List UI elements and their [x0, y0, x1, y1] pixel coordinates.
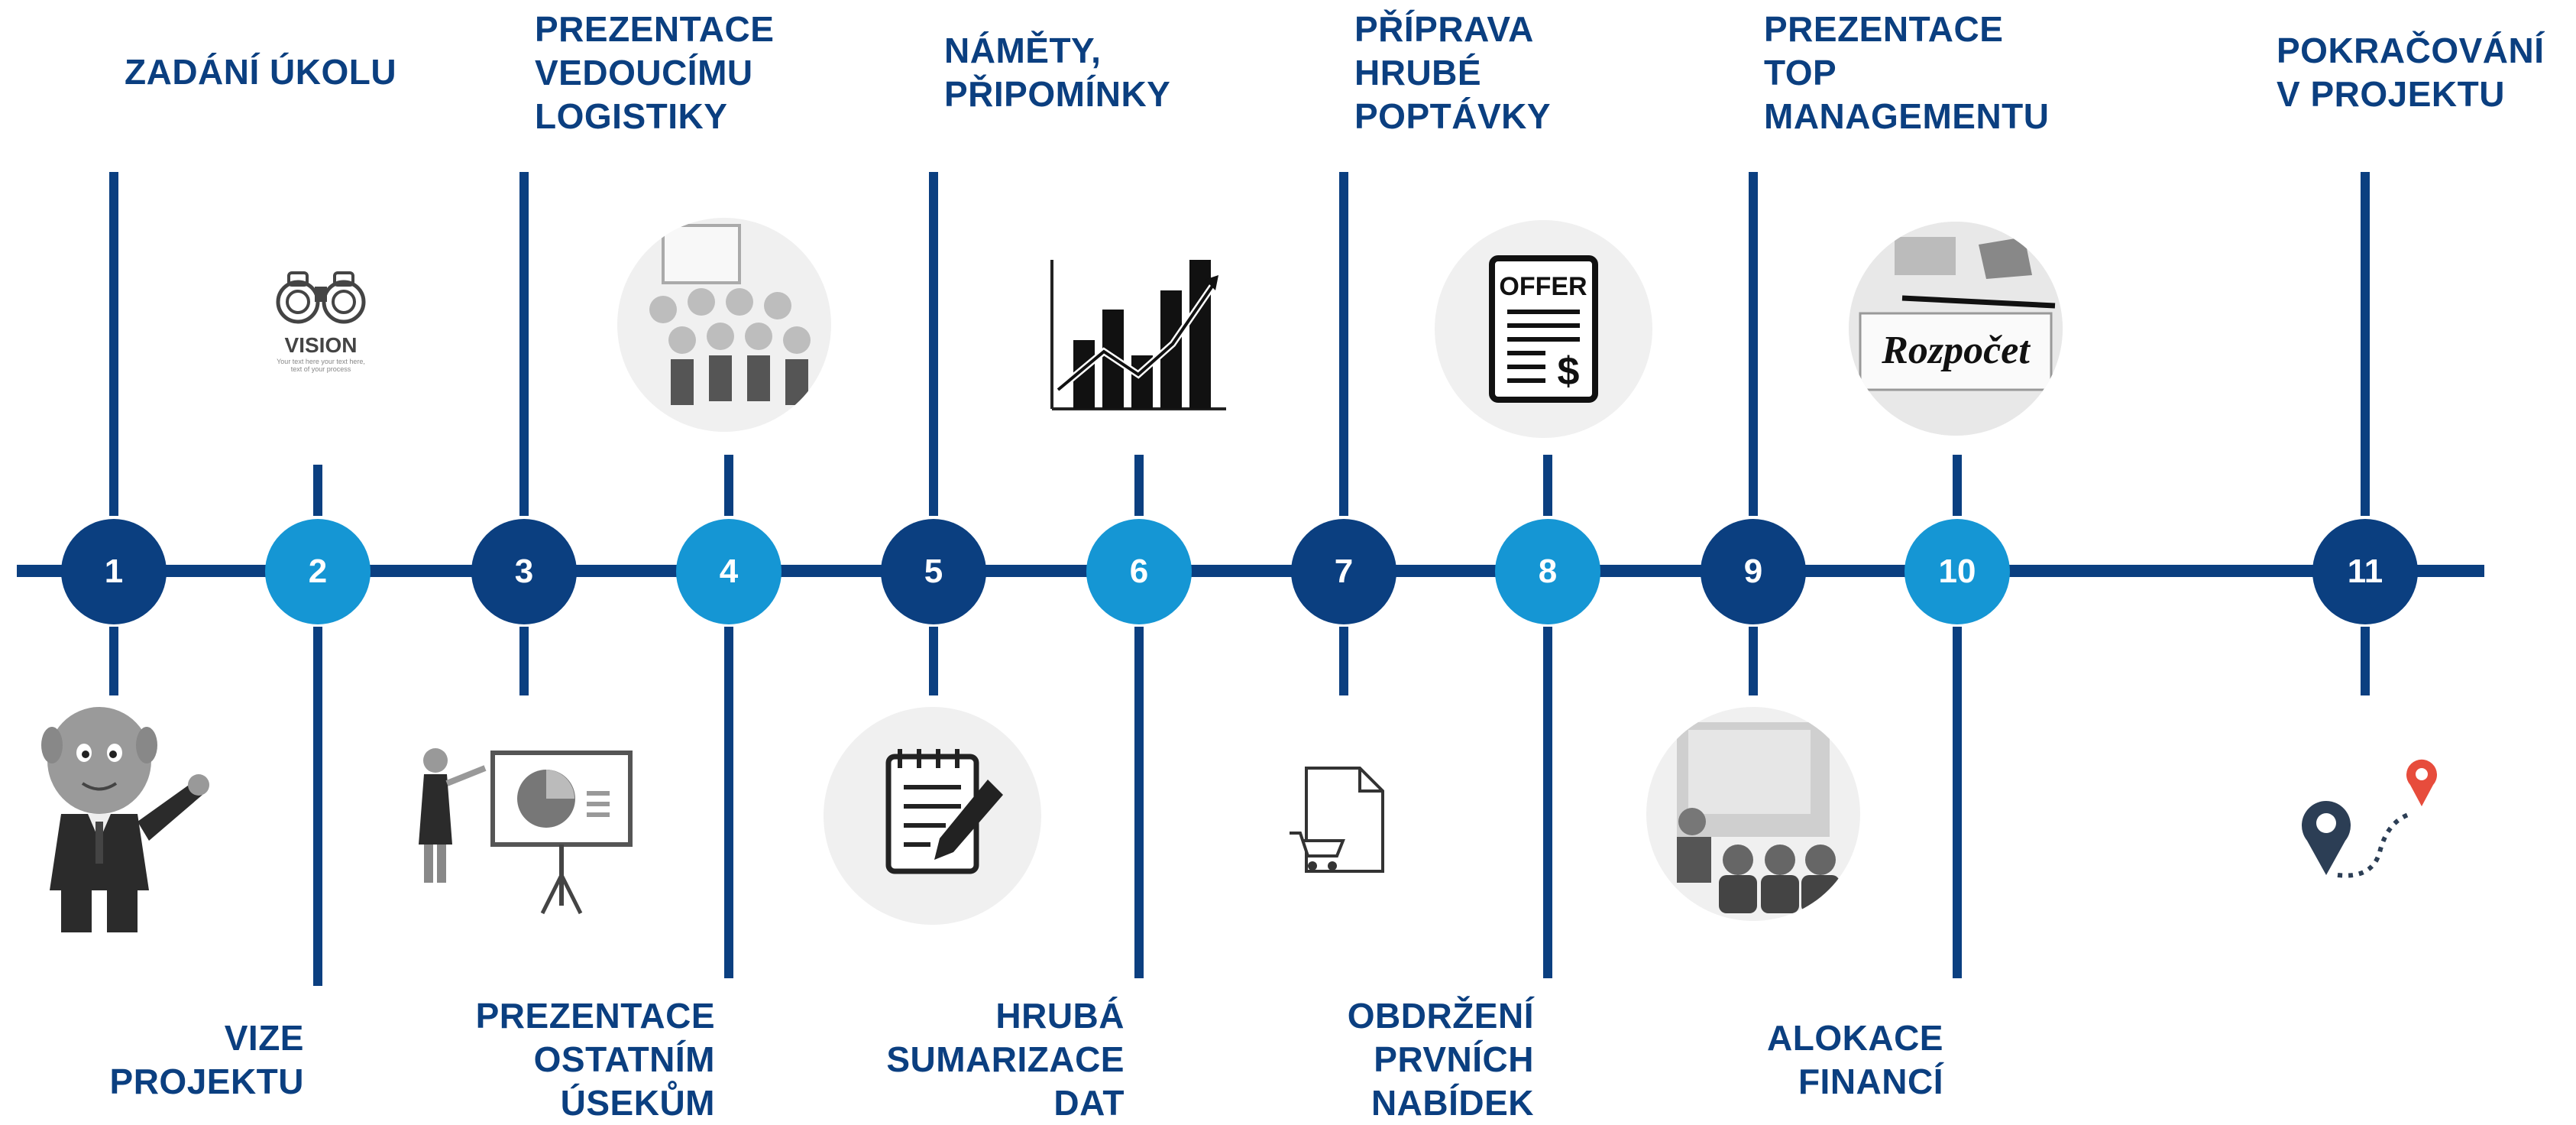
step-label-10-line-1: ALOKACE: [1767, 1018, 1943, 1058]
step-label-9-line-1: PREZENTACE: [1764, 9, 2004, 49]
step-node-6: 6: [1086, 519, 1192, 624]
step-label-6-line-2: SUMARIZACE: [886, 1039, 1125, 1079]
step-node-2: 2: [265, 519, 371, 624]
step-label-9: PREZENTACE TOP MANAGEMENTU: [1764, 8, 2049, 138]
presenter-chart-illustration: [413, 738, 642, 921]
connector-9-up: [1749, 172, 1758, 516]
step-node-9: 9: [1701, 519, 1806, 624]
connector-5-down: [929, 627, 938, 695]
connector-11-down: [2361, 627, 2370, 695]
connector-2-up: [313, 465, 322, 516]
connector-9-down: [1749, 627, 1758, 695]
vision-caption-2: text of your process: [290, 365, 351, 373]
step-label-10-line-2: FINANCÍ: [1798, 1062, 1943, 1101]
connector-7-up: [1339, 172, 1348, 516]
businessman-illustration: [15, 699, 229, 936]
step-label-9-line-3: MANAGEMENTU: [1764, 96, 2050, 136]
connector-10-down: [1953, 627, 1962, 978]
step-label-11-line-1: POKRAČOVÁNÍ: [2277, 31, 2545, 70]
step-label-3-line-1: PREZENTACE: [535, 9, 775, 49]
budget-word: Rozpočet: [1881, 329, 2031, 372]
step-label-4-line-2: OSTATNÍM: [533, 1039, 715, 1079]
dollar-sign: $: [1558, 349, 1580, 394]
audience-meeting-illustration: [617, 218, 831, 432]
binoculars-icon: [276, 271, 366, 324]
offer-document-icon: OFFER $: [1435, 220, 1652, 438]
step-label-3: PREZENTACE VEDOUCÍMU LOGISTIKY: [535, 8, 774, 138]
step-label-7: PŘÍPRAVA HRUBÉ POPTÁVKY: [1354, 8, 1551, 138]
connector-4-down: [724, 627, 733, 978]
vision-icon: VISION Your text here your text here, te…: [252, 264, 390, 409]
bar-chart-trend-icon: [1043, 252, 1234, 424]
connector-11-up: [2361, 172, 2370, 516]
step-label-6-line-1: HRUBÁ: [995, 996, 1125, 1036]
step-label-4-line-1: PREZENTACE: [475, 996, 715, 1036]
step-node-5: 5: [881, 519, 986, 624]
step-label-6-line-3: DAT: [1053, 1083, 1125, 1123]
step-label-9-line-2: TOP: [1764, 53, 1837, 92]
connector-4-up: [724, 455, 733, 516]
step-label-5-line-2: PŘIPOMÍNKY: [944, 74, 1171, 114]
step-node-10: 10: [1904, 519, 2010, 624]
connector-6-down: [1134, 627, 1144, 978]
connector-6-up: [1134, 455, 1144, 516]
vision-title: VISION: [284, 333, 358, 357]
step-node-8: 8: [1495, 519, 1600, 624]
step-node-4: 4: [676, 519, 782, 624]
step-node-3: 3: [471, 519, 577, 624]
connector-3-up: [519, 172, 529, 516]
step-label-10: ALOKACE FINANCÍ: [1767, 1016, 1943, 1104]
step-label-2: VIZE PROJEKTU: [110, 1016, 304, 1104]
step-label-3-line-2: VEDOUCÍMU: [535, 53, 753, 92]
budget-rozpocet-illustration: Rozpočet: [1849, 222, 2063, 436]
connector-8-up: [1543, 455, 1552, 516]
step-label-7-line-3: POPTÁVKY: [1354, 96, 1552, 136]
timeline-axis: [17, 565, 2484, 577]
step-label-7-line-2: HRUBÉ: [1354, 53, 1482, 92]
connector-1-up: [109, 172, 118, 516]
step-label-3-line-3: LOGISTIKY: [535, 96, 728, 136]
step-label-4-line-3: ÚSEKŮM: [560, 1083, 715, 1123]
step-label-7-line-1: PŘÍPRAVA: [1354, 9, 1534, 49]
notepad-pencil-icon: [824, 707, 1041, 925]
connector-7-down: [1339, 627, 1348, 695]
connector-1-down: [109, 627, 118, 695]
board-meeting-illustration: [1646, 707, 1860, 921]
step-node-1: 1: [61, 519, 167, 624]
step-label-8-line-2: PRVNÍCH: [1374, 1039, 1534, 1079]
offer-title: OFFER: [1499, 272, 1587, 301]
connector-3-down: [519, 627, 529, 695]
step-label-8-line-1: OBDRŽENÍ: [1347, 996, 1534, 1036]
connector-2-down: [313, 627, 322, 986]
cart-document-icon: [1283, 760, 1398, 883]
step-label-1-line-1: ZADÁNÍ ÚKOLU: [125, 52, 397, 92]
connector-8-down: [1543, 627, 1552, 978]
connector-10-up: [1953, 455, 1962, 516]
step-label-8-line-3: NABÍDEK: [1371, 1083, 1534, 1123]
step-label-5-line-1: NÁMĚTY,: [944, 31, 1102, 70]
vision-caption-1: Your text here your text here,: [277, 358, 365, 365]
step-label-11: POKRAČOVÁNÍ V PROJEKTU: [2277, 29, 2545, 116]
step-node-11: 11: [2312, 519, 2418, 624]
step-label-4: PREZENTACE OSTATNÍM ÚSEKŮM: [476, 994, 715, 1125]
connector-5-up: [929, 172, 938, 516]
step-node-7: 7: [1291, 519, 1396, 624]
step-label-8: OBDRŽENÍ PRVNÍCH NABÍDEK: [1348, 994, 1534, 1125]
step-label-6: HRUBÁ SUMARIZACE DAT: [886, 994, 1125, 1125]
step-label-2-line-2: PROJEKTU: [109, 1062, 304, 1101]
step-label-11-line-2: V PROJEKTU: [2277, 74, 2505, 114]
step-label-2-line-1: VIZE: [224, 1018, 304, 1058]
route-pins-icon: [2296, 753, 2456, 890]
step-label-5: NÁMĚTY, PŘIPOMÍNKY: [944, 29, 1170, 116]
step-label-1: ZADÁNÍ ÚKOLU: [125, 50, 396, 94]
